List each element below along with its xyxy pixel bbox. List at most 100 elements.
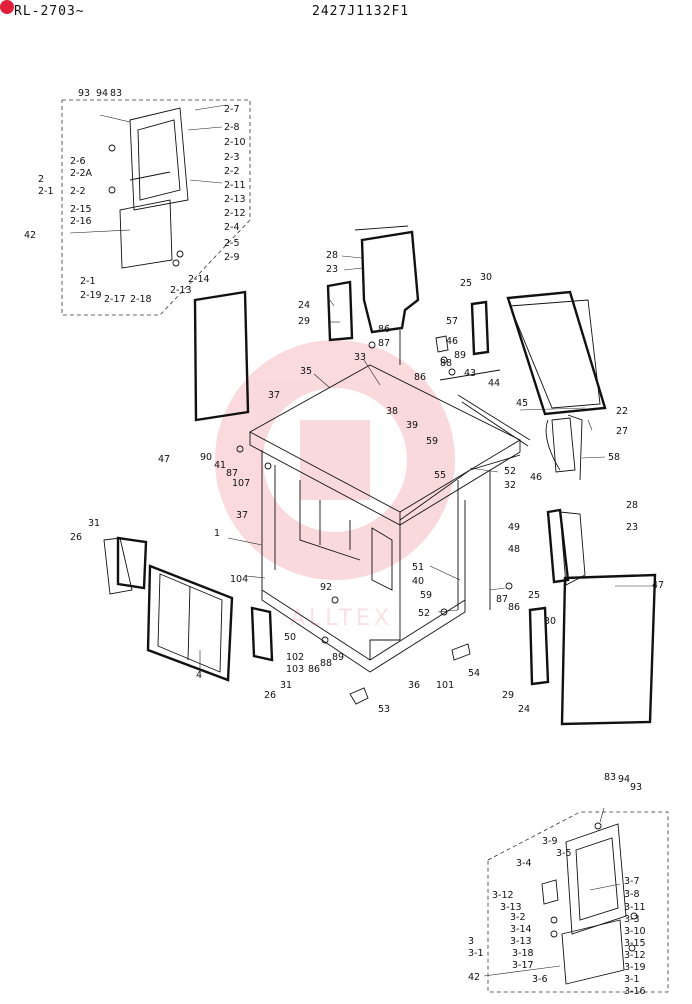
label-3-10: 3-10 [624, 926, 646, 937]
label-3-7: 3-7 [624, 876, 640, 887]
door-inset-right [483, 807, 669, 993]
label-2-12: 2-12 [224, 208, 246, 219]
label-2-2a: 2-2A [70, 168, 93, 179]
label-2-18: 2-18 [130, 294, 152, 305]
label-29b: 29 [502, 690, 514, 701]
label-37: 37 [268, 390, 280, 401]
label-89: 89 [454, 350, 466, 361]
label-45: 45 [516, 398, 528, 409]
label-83b: 83 [604, 772, 616, 783]
label-52b: 52 [418, 608, 430, 619]
label-3-17: 3-17 [512, 960, 534, 971]
label-2-3: 2-3 [224, 152, 240, 163]
label-3-8: 3-8 [624, 889, 640, 900]
cab-body [249, 364, 521, 673]
label-39: 39 [406, 420, 418, 431]
label-94b: 94 [618, 774, 630, 785]
label-103: 103 [286, 664, 304, 675]
label-3-12b: 3-12 [624, 950, 646, 961]
label-28: 28 [326, 250, 338, 261]
label-49: 49 [508, 522, 520, 533]
model-label: RL-2703~ [14, 4, 85, 19]
label-102: 102 [286, 652, 304, 663]
label-29: 29 [298, 316, 310, 327]
label-43: 43 [464, 368, 476, 379]
label-2-8: 2-8 [224, 122, 240, 133]
label-3-2: 3-2 [510, 912, 526, 923]
windows [103, 225, 657, 726]
label-55: 55 [434, 470, 446, 481]
label-31: 31 [88, 518, 100, 529]
label-30b: 30 [544, 616, 556, 627]
label-2-9: 2-9 [224, 252, 240, 263]
label-3-1b: 3-1 [624, 974, 640, 985]
label-2-1: 2-1 [38, 186, 54, 197]
label-25: 25 [460, 278, 472, 289]
label-36: 36 [408, 680, 420, 691]
label-22: 22 [616, 406, 628, 417]
label-42b: 42 [468, 972, 480, 983]
label-50: 50 [284, 632, 296, 643]
label-2-6: 2-6 [70, 156, 86, 167]
label-3-16: 3-16 [624, 986, 646, 997]
label-24: 24 [298, 300, 310, 311]
label-33: 33 [354, 352, 366, 363]
label-23: 23 [326, 264, 338, 275]
label-59b: 59 [420, 590, 432, 601]
label-4: 4 [196, 670, 202, 681]
label-3-9: 3-9 [542, 836, 558, 847]
label-3-15: 3-15 [624, 938, 646, 949]
label-2-14: 2-14 [188, 274, 210, 285]
label-2-4: 2-4 [224, 222, 240, 233]
label-92: 92 [320, 582, 332, 593]
label-88: 88 [440, 358, 452, 369]
label-2-10: 2-10 [224, 137, 246, 148]
label-42: 42 [24, 230, 36, 241]
label-23b: 23 [626, 522, 638, 533]
label-93: 93 [78, 88, 90, 99]
label-26: 26 [70, 532, 82, 543]
label-2: 2 [38, 174, 44, 185]
label-2-13: 2-13 [224, 194, 246, 205]
label-2-2b: 2-2 [70, 186, 86, 197]
label-2-1b: 2-1 [80, 276, 96, 287]
label-57: 57 [446, 316, 458, 327]
label-107: 107 [232, 478, 250, 489]
corner-badge [0, 0, 14, 14]
label-25b: 25 [528, 590, 540, 601]
label-86d: 86 [308, 664, 320, 675]
label-3-12: 3-12 [492, 890, 514, 901]
label-3-4: 3-4 [516, 858, 532, 869]
label-35: 35 [300, 366, 312, 377]
label-52: 52 [504, 466, 516, 477]
leader-lines [199, 255, 655, 668]
label-93b: 93 [630, 782, 642, 793]
label-51: 51 [412, 562, 424, 573]
label-44: 44 [488, 378, 500, 389]
label-3-11: 3-11 [624, 902, 646, 913]
label-40: 40 [412, 576, 424, 587]
label-26b: 26 [264, 690, 276, 701]
label-3-13b: 3-13 [510, 936, 532, 947]
label-48: 48 [508, 544, 520, 555]
label-46: 46 [446, 336, 458, 347]
label-3-14: 3-14 [510, 924, 532, 935]
label-53: 53 [378, 704, 390, 715]
label-87b: 87 [226, 468, 238, 479]
door-inset-left [61, 99, 251, 316]
label-37b: 37 [236, 510, 248, 521]
label-41: 41 [214, 460, 226, 471]
label-38: 38 [386, 406, 398, 417]
label-28b: 28 [626, 500, 638, 511]
label-47b: 47 [652, 580, 664, 591]
label-2-2: 2-2 [224, 166, 240, 177]
label-3-18: 3-18 [512, 948, 534, 959]
label-30: 30 [480, 272, 492, 283]
label-46b: 46 [530, 472, 542, 483]
label-2-17: 2-17 [104, 294, 126, 305]
label-87: 87 [378, 338, 390, 349]
label-31b: 31 [280, 680, 292, 691]
label-3-5: 3-5 [556, 848, 572, 859]
